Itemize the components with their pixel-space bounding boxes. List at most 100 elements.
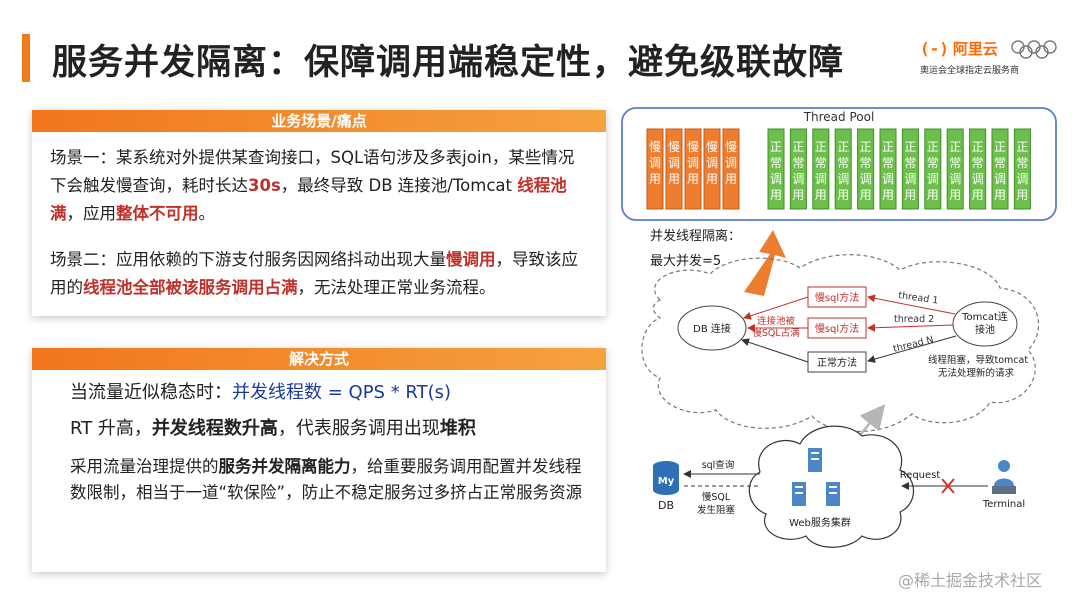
mysql-icon-text: My bbox=[658, 476, 675, 487]
normal-call-cell-char: 调 bbox=[1016, 172, 1028, 186]
logo-name: 阿里云 bbox=[952, 40, 998, 58]
normal-call-cell-char: 调 bbox=[837, 172, 849, 186]
steady-state-formula: 当流量近似稳态时：并发线程数 = QPS * RT(s) bbox=[70, 382, 452, 403]
terminal-label: Terminal bbox=[982, 499, 1025, 510]
sql-query-label: sql查询 bbox=[702, 459, 735, 471]
solution-card: 解决方式 当流量近似稳态时：并发线程数 = QPS * RT(s) RT 升高，… bbox=[32, 348, 606, 572]
server-icon bbox=[826, 482, 840, 506]
terminal-user-icon bbox=[992, 460, 1016, 494]
normal-call-cell-char: 用 bbox=[770, 188, 782, 202]
pool-full-label-2: 慢SQL占满 bbox=[752, 327, 800, 339]
slow-call-cell: 慢调用 bbox=[703, 128, 721, 210]
normal-call-cell-char: 用 bbox=[949, 188, 961, 202]
normal-call-cell-char: 调 bbox=[792, 172, 804, 186]
normal-call-cell-char: 正 bbox=[837, 140, 849, 154]
thread-1-arrow bbox=[867, 294, 956, 315]
slow-call-cell-char: 用 bbox=[706, 172, 718, 186]
normal-call-cell-char: 常 bbox=[904, 156, 916, 170]
aliyun-logo: (-) 阿里云 奥运会全球指定云服务商 bbox=[920, 38, 1070, 82]
normal-call-cell-char: 正 bbox=[994, 140, 1006, 154]
normal-method: 正常方法 bbox=[817, 356, 857, 369]
normal-call-cell-char: 常 bbox=[949, 156, 961, 170]
isolation-arrow bbox=[744, 230, 786, 296]
server-icon bbox=[808, 448, 822, 472]
slow-call-cell-char: 调 bbox=[668, 156, 680, 170]
slow-arrow-1 bbox=[743, 296, 809, 320]
slow-call-cell-char: 慢 bbox=[649, 140, 661, 154]
normal-call-cell-char: 常 bbox=[994, 156, 1006, 170]
request-label: Request bbox=[900, 470, 941, 481]
normal-call-cell-char: 用 bbox=[904, 188, 916, 202]
blocked-label-2: 无法处理新的请求 bbox=[938, 367, 1015, 379]
normal-call-cell-char: 用 bbox=[860, 188, 872, 202]
normal-call-cell-char: 正 bbox=[949, 140, 961, 154]
slow-call-cell-char: 调 bbox=[725, 156, 737, 170]
normal-call-cell-char: 用 bbox=[994, 188, 1006, 202]
slow-call-cell: 慢调用 bbox=[665, 128, 683, 210]
slow-call-cell-char: 慢 bbox=[706, 140, 718, 154]
normal-call-cell-char: 正 bbox=[792, 140, 804, 154]
normal-call-cell-char: 调 bbox=[994, 172, 1006, 186]
slow-call-cell: 慢调用 bbox=[646, 128, 664, 210]
slow-call-cell-char: 慢 bbox=[668, 140, 680, 154]
mysql-database-icon: My bbox=[653, 461, 679, 495]
server-icon bbox=[792, 482, 806, 506]
title-accent-bar bbox=[22, 34, 30, 82]
normal-call-cells: 正常调用正常调用正常调用正常调用正常调用正常调用正常调用正常调用正常调用正常调用… bbox=[767, 128, 1031, 210]
isolation-description: 采用流量治理提供的服务并发隔离能力，给重要服务调用配置并发线程数限制，相当于一道… bbox=[70, 457, 583, 502]
normal-arrow bbox=[741, 338, 809, 363]
tomcat-label-2: 接池 bbox=[975, 323, 995, 336]
slow-call-cell-char: 慢 bbox=[687, 140, 699, 154]
tomcat-label-1: Tomcat连 bbox=[961, 310, 1008, 323]
slow-sql-label-2: 发生阻塞 bbox=[697, 504, 736, 516]
normal-call-cell-char: 用 bbox=[927, 188, 939, 202]
app-cloud bbox=[641, 254, 1040, 432]
thread-n-label: thread N bbox=[892, 334, 935, 355]
slow-call-cell: 慢调用 bbox=[684, 128, 702, 210]
slow-sql-method-2: 慢sql方法 bbox=[815, 322, 859, 335]
normal-call-cell-char: 正 bbox=[815, 140, 827, 154]
normal-call-cell-char: 正 bbox=[770, 140, 782, 154]
slow-sql-label-1: 慢SQL bbox=[702, 491, 731, 503]
normal-call-cell-char: 常 bbox=[837, 156, 849, 170]
slow-sql-method-1: 慢sql方法 bbox=[815, 291, 859, 304]
thread-2-label: thread 2 bbox=[894, 314, 934, 325]
normal-call-cell-char: 调 bbox=[815, 172, 827, 186]
slow-call-cell-char: 调 bbox=[687, 156, 699, 170]
isolation-label: 并发线程隔离： bbox=[650, 228, 741, 244]
normal-call-cell-char: 调 bbox=[927, 172, 939, 186]
db-connection-label: DB 连接 bbox=[693, 322, 731, 335]
normal-call-cell-char: 调 bbox=[770, 172, 782, 186]
thread-n-arrow bbox=[867, 335, 957, 363]
tomcat-pool-node bbox=[952, 301, 1018, 347]
db-connection-node bbox=[677, 305, 747, 351]
normal-call-cell-char: 常 bbox=[927, 156, 939, 170]
max-concurrency-label: 最大并发=5 bbox=[650, 253, 721, 269]
slow-call-cell-char: 慢 bbox=[725, 140, 737, 154]
slow-call-cell-char: 用 bbox=[725, 172, 737, 186]
normal-call-cell-char: 常 bbox=[860, 156, 872, 170]
normal-call-cell-char: 常 bbox=[1016, 156, 1028, 170]
scenario-one: 场景一：某系统对外提供某查询接口，SQL语句涉及多表join，某些情况下会触发慢… bbox=[50, 148, 575, 223]
normal-call-cell-char: 正 bbox=[860, 140, 872, 154]
normal-call-cell-char: 正 bbox=[972, 140, 984, 154]
thread-pool-title: Thread Pool bbox=[803, 110, 875, 124]
db-label: DB bbox=[658, 499, 674, 512]
thread-2-arrow bbox=[867, 323, 954, 332]
normal-call-cell-char: 用 bbox=[972, 188, 984, 202]
normal-call-cell-char: 调 bbox=[882, 172, 894, 186]
web-cluster-label: Web服务集群 bbox=[789, 516, 851, 529]
normal-call-cell-char: 正 bbox=[882, 140, 894, 154]
